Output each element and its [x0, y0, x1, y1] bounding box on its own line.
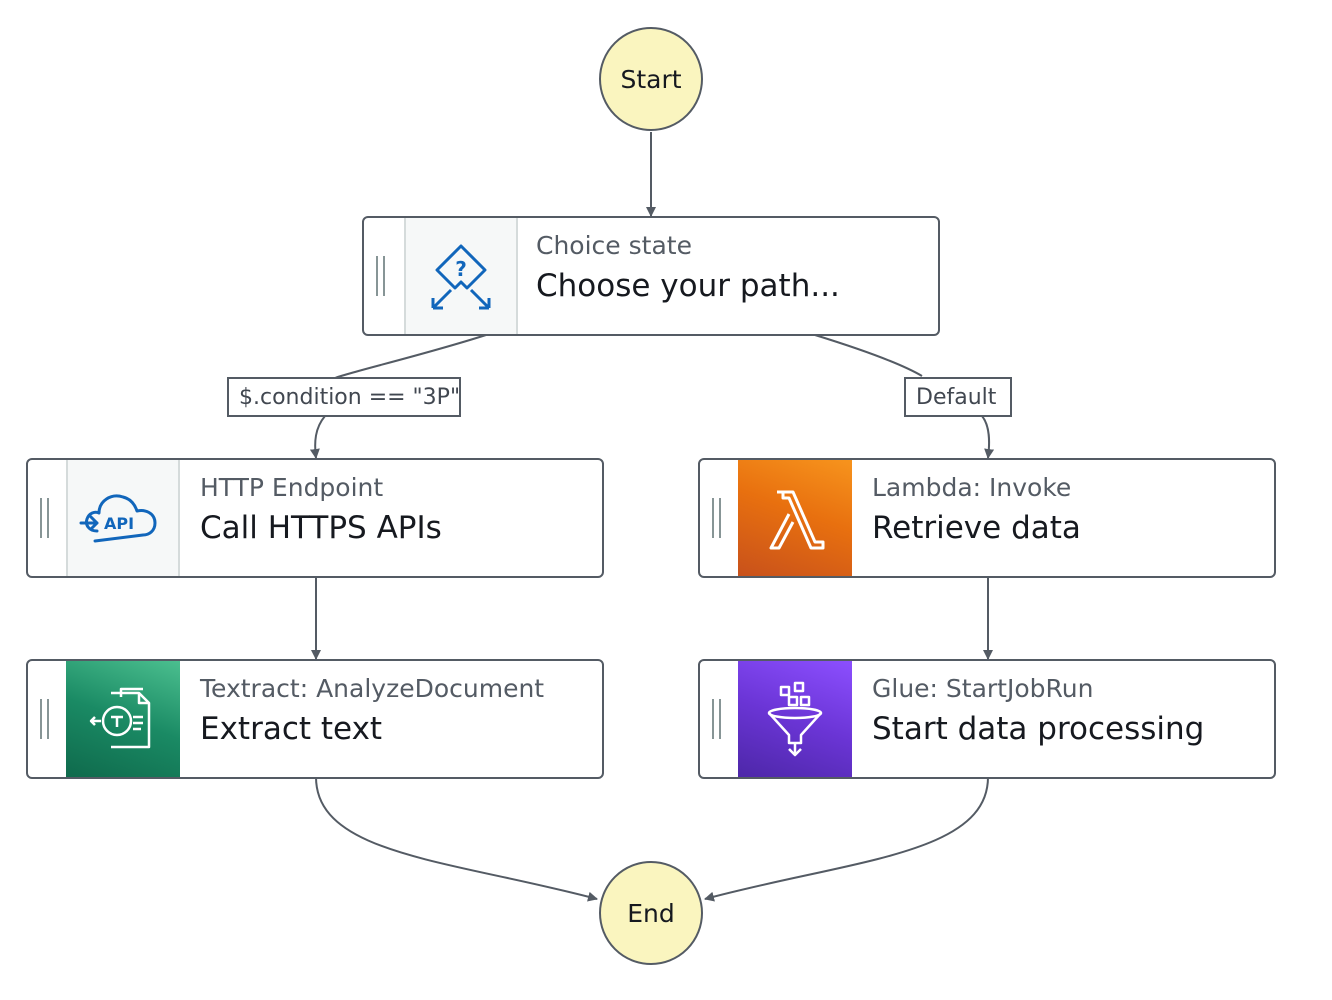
- end-node[interactable]: End: [599, 861, 703, 965]
- svg-text:?: ?: [455, 257, 467, 281]
- api-cloud-icon: API: [79, 494, 157, 543]
- choice-state-name: Choose your path...: [536, 268, 840, 304]
- textract-state-name: Extract text: [200, 711, 383, 747]
- lambda-type-label: Lambda: Invoke: [872, 473, 1072, 502]
- condition-text: $.condition == "3P": [239, 384, 461, 410]
- drag-handle-icon[interactable]: [712, 699, 721, 739]
- glue-state-name: Start data processing: [872, 711, 1205, 747]
- edge-choice-to-http: [315, 334, 487, 458]
- default-text: Default: [916, 384, 997, 410]
- http-endpoint-node[interactable]: API HTTP Endpoint Call HTTPS APIs: [26, 458, 604, 578]
- choice-diamond-icon: ?: [431, 244, 491, 310]
- choice-icon-box: ?: [404, 218, 518, 334]
- drag-handle-icon[interactable]: [40, 699, 49, 739]
- glue-node[interactable]: Glue: StartJobRun Start data processing: [698, 659, 1276, 779]
- textract-node[interactable]: Textract: AnalyzeDocument Extract text: [26, 659, 604, 779]
- glue-funnel-icon: [767, 681, 823, 757]
- textract-type-label: Textract: AnalyzeDocument: [200, 674, 545, 703]
- edge-textract-to-end: [315, 776, 598, 902]
- textract-icon-box: [66, 661, 180, 777]
- http-state-name: Call HTTPS APIs: [200, 510, 442, 546]
- lambda-invoke-node[interactable]: Lambda: Invoke Retrieve data: [698, 458, 1276, 578]
- drag-handle-icon[interactable]: [40, 498, 49, 538]
- glue-icon-box: [738, 661, 852, 777]
- http-type-label: HTTP Endpoint: [200, 473, 384, 502]
- condition-label[interactable]: $.condition == "3P": [227, 377, 461, 417]
- lambda-icon: [769, 490, 825, 550]
- http-icon-box: API: [66, 460, 180, 576]
- lambda-icon-box: [738, 460, 852, 576]
- textract-icon: [89, 687, 151, 749]
- start-node[interactable]: Start: [599, 27, 703, 131]
- drag-handle-icon[interactable]: [376, 256, 385, 296]
- drag-handle-icon[interactable]: [712, 498, 721, 538]
- choice-state-node[interactable]: ? Choice state Choose your path...: [362, 216, 940, 336]
- choice-type-label: Choice state: [536, 231, 692, 260]
- end-label: End: [627, 898, 675, 928]
- edge-glue-to-end: [704, 776, 989, 902]
- glue-type-label: Glue: StartJobRun: [872, 674, 1094, 703]
- start-label: Start: [620, 64, 682, 94]
- default-label[interactable]: Default: [904, 377, 1012, 417]
- api-icon-text: API: [104, 514, 134, 533]
- edge-choice-to-lambda: [814, 334, 989, 458]
- lambda-state-name: Retrieve data: [872, 510, 1081, 546]
